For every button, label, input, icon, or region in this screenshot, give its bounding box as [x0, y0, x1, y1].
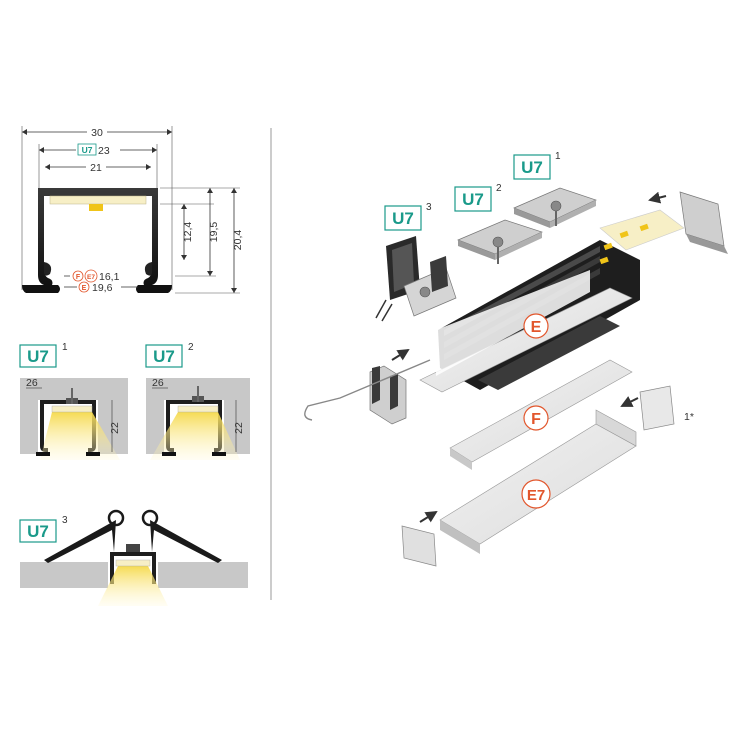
cover-dim-2: 19,6 [92, 282, 113, 294]
tag-badge-u7-3 [19, 519, 57, 543]
variant-u7-3: U7 3 [19, 509, 248, 606]
variant-u7-1: U7 1 26 22 [19, 342, 128, 460]
variant-tag: U7 [27, 522, 49, 541]
cross-section-diagram: 30 U7 23 21 12,4 19 [21, 124, 244, 294]
light-cone [40, 412, 120, 460]
cover-tag-e7: E7 [87, 274, 95, 281]
dim-width: 26 [26, 377, 38, 389]
screw-icon [419, 286, 431, 298]
mount-tag: U7 [462, 190, 484, 209]
dim-height-1: 12,4 [182, 222, 194, 243]
screw-icon [492, 236, 504, 248]
dim-width: 26 [152, 377, 164, 389]
spring-arm-left [44, 520, 116, 563]
power-cable [304, 359, 431, 421]
cover-dim-1: 16,1 [99, 271, 120, 283]
cover-label-f: F [531, 411, 541, 428]
end-cap-label: 1* [684, 411, 694, 423]
screw-icon [550, 200, 562, 212]
end-cap-right [679, 191, 725, 247]
profile-left-flange [22, 285, 60, 293]
exploded-view: U7 3 U7 2 U7 1 [304, 151, 728, 567]
light-cone [98, 566, 168, 606]
mount-tag: U7 [521, 158, 543, 177]
profile-outline [110, 552, 156, 584]
end-cap-1-star [639, 385, 675, 431]
spring-coil-right [141, 509, 159, 527]
cover-badge-e [523, 313, 549, 339]
cover-badge-e7 [521, 479, 551, 509]
variant-sup: 3 [62, 515, 68, 526]
variant-sup: 2 [188, 342, 194, 353]
variant-tag: U7 [153, 347, 175, 366]
end-cap-left [401, 525, 437, 567]
tag-badge-u7-2 [145, 344, 183, 368]
mount-tag: U7 [392, 209, 414, 228]
dim-height-2: 19,5 [208, 222, 220, 243]
profile-right-flange [136, 285, 172, 293]
led-strip [49, 195, 147, 205]
cover-tag-f: F [76, 274, 81, 281]
tag-badge-mount-1 [513, 154, 551, 180]
variant-tag: U7 [27, 347, 49, 366]
light-cone [150, 412, 240, 460]
cover-e-piece [419, 287, 633, 393]
tag-inner-width: U7 [82, 145, 93, 155]
cover-label-e7: E7 [527, 487, 545, 504]
variant-sup: 1 [62, 342, 68, 353]
tag-badge-u7-inner [77, 143, 97, 156]
spring-arm-right [150, 520, 222, 563]
mount-sup: 3 [426, 202, 432, 213]
dim-height: 22 [233, 422, 245, 434]
cover-label-e: E [531, 319, 542, 336]
dim-outer-width: 30 [91, 127, 103, 139]
cover-badge-f [523, 405, 549, 431]
cover-tag-e: E [82, 285, 87, 292]
dim-height: 22 [109, 422, 121, 434]
tag-badge-mount-3 [384, 205, 422, 231]
mount-sup: 2 [496, 183, 502, 194]
dim-channel-width: 21 [90, 162, 102, 174]
tag-badge-u7-1 [19, 344, 57, 368]
variant-u7-2: U7 2 26 22 [145, 342, 250, 460]
dim-inner-width: 23 [98, 145, 110, 157]
tag-badge-mount-2 [454, 186, 492, 212]
dim-height-3: 20,4 [232, 230, 244, 251]
led-chip [89, 204, 103, 211]
spring-coil-left [107, 509, 125, 527]
mount-sup: 1 [555, 151, 561, 162]
